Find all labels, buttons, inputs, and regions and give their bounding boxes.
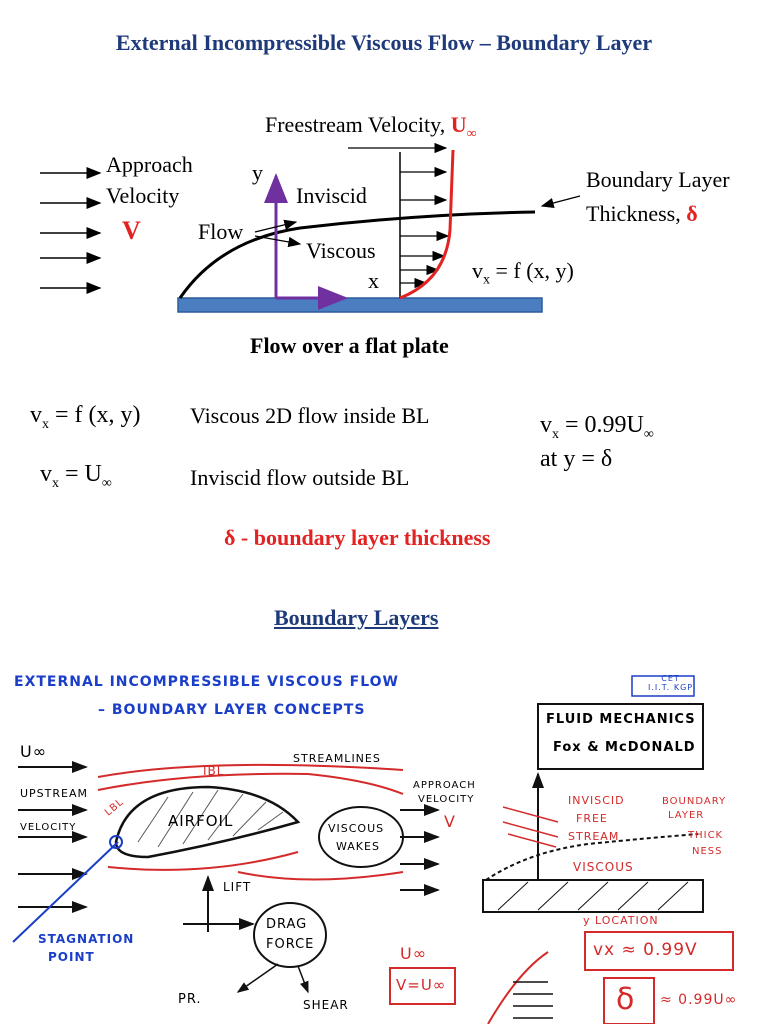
sketch-stream: STREAM <box>568 830 620 843</box>
sketch-thick-2: NESS <box>692 846 723 857</box>
sketch-ibl: IBL <box>203 764 225 778</box>
sketch-shear: SHEAR <box>303 998 349 1012</box>
y-axis-label: y <box>252 160 263 185</box>
sketch-approach-1: APPROACH <box>413 780 476 791</box>
sketch-title-2: – BOUNDARY LAYER CONCEPTS <box>98 702 366 718</box>
bl-thickness-label-1: Boundary Layer <box>586 167 730 192</box>
sketch-v: V <box>444 812 456 831</box>
page-title: External Incompressible Viscous Flow – B… <box>115 30 653 55</box>
vx-function-label: vx = f (x, y) <box>472 258 574 288</box>
sketch-upstream: UPSTREAM <box>20 787 88 800</box>
sketch-drawing <box>12 675 734 1024</box>
sketch-u-inf-2: U∞ <box>400 944 428 963</box>
sketch-thick-1: THICK <box>688 830 724 841</box>
x-axis-label: x <box>368 268 379 293</box>
sketch-pr: PR. <box>178 992 202 1007</box>
sketch-lift: LIFT <box>223 880 252 894</box>
equation-3-line-2: at y = δ <box>540 446 613 472</box>
whiteboard-sketch: EXTERNAL INCOMPRESSIBLE VISCOUS FLOW – B… <box>8 662 753 1024</box>
velocity-profile-curve <box>399 149 455 300</box>
airfoil-shape <box>114 785 301 859</box>
delta-note: δ - boundary layer thickness <box>224 525 491 550</box>
sketch-drag-1: DRAG <box>266 917 308 932</box>
sketch-location: y LOCATION <box>583 914 659 927</box>
flat-plate-diagram <box>40 142 581 313</box>
sketch-airfoil: AIRFOIL <box>168 812 234 830</box>
sketch-inviscid: INVISCID <box>568 794 625 807</box>
sketch-drag-2: FORCE <box>266 937 315 952</box>
profile-arrows <box>348 142 450 289</box>
bl-thickness-label-2: Thickness, δ <box>586 201 698 226</box>
inviscid-label: Inviscid <box>296 183 367 208</box>
sketch-v-eq-u: V=U∞ <box>396 976 447 994</box>
sketch-vx-eq: vx ≈ 0.99V <box>593 940 698 960</box>
sketch-wakes-2: WAKES <box>336 840 380 853</box>
sketch-viscous: VISCOUS <box>573 860 634 874</box>
boundary-layer-edge <box>178 210 536 299</box>
sketch-free: FREE <box>576 812 608 825</box>
viscous-label: Viscous <box>306 238 376 263</box>
sketch-bl-2: LAYER <box>668 810 705 821</box>
sketch-velocity: VELOCITY <box>20 822 77 833</box>
equation-1-desc: Viscous 2D flow inside BL <box>190 403 430 428</box>
sketch-approach-2: VELOCITY <box>418 794 475 805</box>
approach-symbol: V <box>122 216 141 245</box>
sketch-streamlines: STREAMLINES <box>293 752 381 765</box>
equation-3: vx = 0.99U∞ <box>540 412 654 442</box>
flow-label: Flow <box>198 219 244 244</box>
approach-arrows <box>40 167 102 294</box>
approach-label-1: Approach <box>106 152 193 177</box>
approach-label-2: Velocity <box>106 183 180 208</box>
equation-2: vx = U∞ <box>40 461 112 491</box>
sketch-stagnation-1: STAGNATION <box>38 932 135 946</box>
sketch-wakes-1: VISCOUS <box>328 822 385 835</box>
equation-2-desc: Inviscid flow outside BL <box>190 465 410 490</box>
diagram-caption: Flow over a flat plate <box>250 333 449 358</box>
sketch-delta: δ <box>616 982 636 1017</box>
sketch-bl-1: BOUNDARY <box>662 796 727 807</box>
sketch-book-1: FLUID MECHANICS <box>546 712 696 727</box>
sketch-u-inf: U∞ <box>20 742 48 761</box>
freestream-label: Freestream Velocity, U∞ <box>265 112 477 142</box>
sketch-delta-eq: ≈ 0.99U∞ <box>660 992 738 1008</box>
equation-1: vx = f (x, y) <box>30 402 141 432</box>
flat-plate <box>177 297 543 313</box>
section-title: Boundary Layers <box>274 605 439 630</box>
sketch-stagnation-2: POINT <box>48 950 95 964</box>
sketch-book-2: Fox & McDONALD <box>553 740 696 755</box>
sketch-title-1: EXTERNAL INCOMPRESSIBLE VISCOUS FLOW <box>14 674 399 690</box>
